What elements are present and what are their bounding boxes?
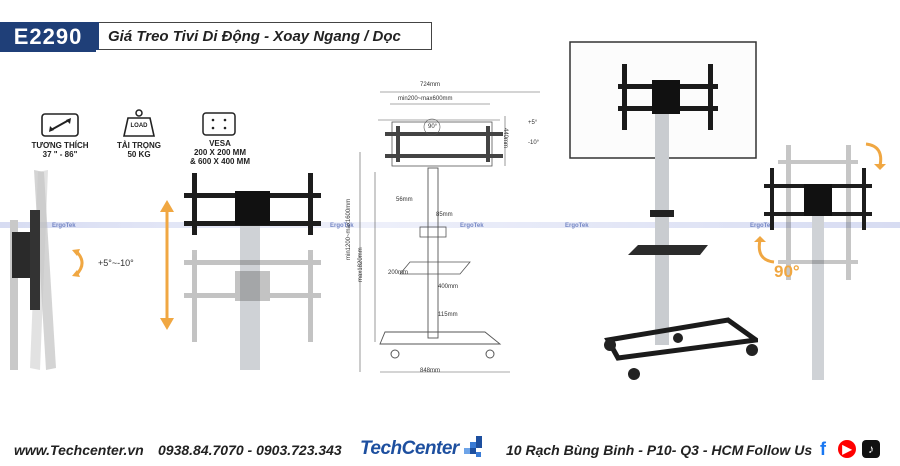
youtube-icon[interactable]: ▶ xyxy=(838,440,856,458)
weight-load-icon: LOAD xyxy=(122,108,156,138)
spec-vesa-label: VESA xyxy=(209,139,231,148)
spec-compatible-value: 37 " - 86" xyxy=(42,150,78,159)
dim-tilt-up-label: +5° xyxy=(528,120,538,126)
tiktok-icon[interactable]: ♪ xyxy=(862,440,880,458)
dim-848-label: 848mm xyxy=(420,368,441,374)
front-mount-illustration xyxy=(180,165,325,370)
rotate-arrow-top-icon xyxy=(862,140,888,170)
spec-vesa-value: 200 X 200 MM xyxy=(193,148,247,157)
spec-vesa: VESA 200 X 200 MM & 600 X 400 MM xyxy=(180,139,260,166)
dim-90-label: 90° xyxy=(428,124,438,130)
rotate-arrow-bottom-icon xyxy=(752,236,778,266)
vesa-pattern-icon xyxy=(202,112,236,136)
product-photo xyxy=(568,40,763,385)
dim-400-label: 400mm xyxy=(438,284,459,290)
dim-115-label: 115mm xyxy=(438,312,458,318)
dim-724-label: 724mm xyxy=(420,82,441,88)
height-adjust-arrow-icon xyxy=(160,200,174,330)
dim-max-height-label: max1820mm xyxy=(358,247,364,282)
footer-phone[interactable]: 0938.84.7070 - 0903.723.343 xyxy=(158,442,342,458)
footer-address: 10 Rạch Bùng Binh - P10- Q3 - HCM xyxy=(506,442,744,458)
watermark-text: ErgoTek xyxy=(460,223,484,229)
footer-website[interactable]: www.Techcenter.vn xyxy=(14,442,144,458)
load-icon-text: LOAD xyxy=(130,123,148,129)
dim-56-label: 56mm xyxy=(396,197,413,203)
dimension-drawing xyxy=(340,82,545,382)
watermark-text: ErgoTek xyxy=(750,223,774,229)
tilt-range-label: +5°~-10° xyxy=(98,258,134,268)
dim-tilt-down-label: -10° xyxy=(528,140,540,146)
tilt-curve-arrow-icon xyxy=(70,248,90,278)
spec-vesa-value2: & 600 X 400 MM xyxy=(189,157,251,166)
tilt-arrow-icon xyxy=(40,112,80,138)
dim-vesa-range-label: min200~max600mm xyxy=(398,96,453,102)
model-badge: E2290 xyxy=(0,22,96,52)
footer-follow-label: Follow Us : xyxy=(746,442,821,458)
footer-bar xyxy=(0,426,900,466)
rotation-illustration xyxy=(758,140,878,380)
spec-load-value: 50 KG xyxy=(127,150,151,159)
dim-200-label: 200mm xyxy=(388,270,409,276)
dim-height-range-label: min1200~max1600mm xyxy=(346,198,352,260)
spec-load: TẢI TRỌNG 50 KG xyxy=(104,141,174,159)
rotation-angle-label: 90° xyxy=(774,262,800,281)
dim-440-label: 440mm xyxy=(502,128,508,149)
brand-pixel-icon xyxy=(462,434,488,460)
product-title: Giá Treo Tivi Di Động - Xoay Ngang / Dọc xyxy=(96,22,432,50)
watermark-band xyxy=(0,222,900,228)
watermark-text: ErgoTek xyxy=(565,223,589,229)
footer-brand-logo: TechCenter xyxy=(360,438,459,459)
facebook-icon[interactable]: f xyxy=(814,439,832,459)
dim-85-label: 85mm xyxy=(436,212,453,218)
watermark-text: ErgoTek xyxy=(52,223,76,229)
spec-compatible-label: TƯƠNG THÍCH xyxy=(31,141,89,150)
tilt-illustration xyxy=(0,170,70,370)
watermark-text: ErgoTek xyxy=(330,223,354,229)
spec-compatible: TƯƠNG THÍCH 37 " - 86" xyxy=(20,141,100,159)
spec-load-label: TẢI TRỌNG xyxy=(117,141,161,150)
